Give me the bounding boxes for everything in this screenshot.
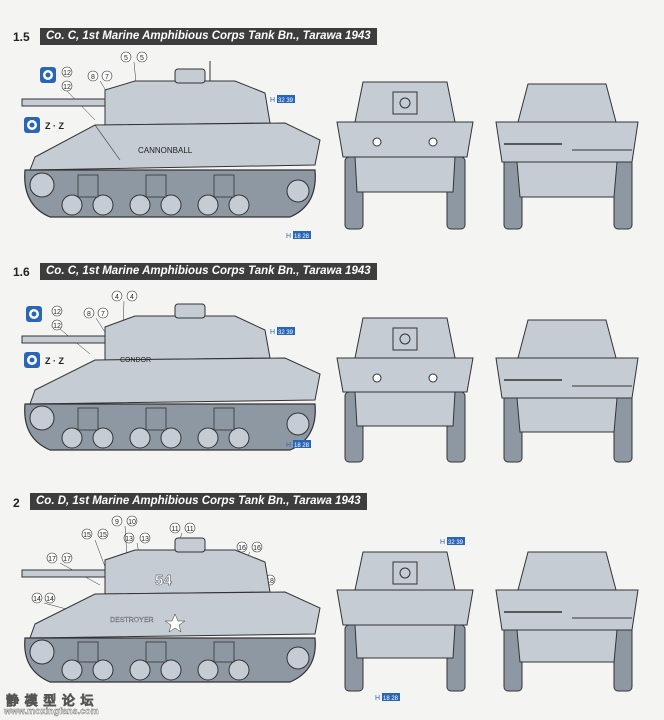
tank-rear-view <box>495 551 639 692</box>
zz-callout: Z · Z <box>45 356 64 366</box>
h-code-label: H <box>286 442 291 449</box>
section-number: 2 <box>13 496 20 510</box>
watermark: 静 模 型 论 坛 <box>6 693 95 709</box>
callout: 8 <box>91 74 95 81</box>
tank-front-view <box>336 317 474 463</box>
h-code-values: 18 28 <box>383 696 399 702</box>
callout: 11 <box>186 526 193 533</box>
h-code-values: 32 39 <box>278 98 294 104</box>
callout: 8 <box>87 311 91 318</box>
callout: 18 <box>266 578 274 585</box>
h-code-label: H <box>375 695 380 702</box>
white-star-icon <box>164 613 186 633</box>
h-code-label: H <box>270 97 275 104</box>
hull-name-text: DESTROYER <box>110 617 154 624</box>
tank-front-view: H 32 39 H 18 28 <box>336 537 474 702</box>
star-roundel-icon <box>24 117 40 133</box>
turret-number-text: 54 <box>155 572 172 589</box>
callout: 14 <box>46 596 54 603</box>
callout: 12 <box>53 323 61 330</box>
callout: 7 <box>101 311 105 318</box>
h-code-label: H <box>286 233 291 240</box>
section-title: Co. D, 1st Marine Amphibious Corps Tank … <box>30 493 367 510</box>
callout: 5 <box>140 55 144 62</box>
section-number: 1.5 <box>13 30 30 44</box>
callout: 4 <box>130 294 134 301</box>
callout: 16 <box>238 545 246 552</box>
hull-name-text: CANNONBALL <box>138 146 193 155</box>
callout: 12 <box>63 70 71 77</box>
h-code-values: 32 39 <box>448 540 464 546</box>
tank-front-view <box>336 81 474 230</box>
tank-side-view: Z · Z 12 12 8 7 4 4 <box>21 290 321 451</box>
callout: 16 <box>253 545 261 552</box>
tank-rear-view <box>495 83 639 230</box>
callout: 15 <box>83 532 91 539</box>
h-code-values: 18 28 <box>294 234 310 240</box>
tank-side-view: 15 15 9 10 13 13 11 11 17 17 16 16 14 14… <box>21 515 321 683</box>
callout: 4 <box>115 294 119 301</box>
section-title: Co. C, 1st Marine Amphibious Corps Tank … <box>40 263 377 280</box>
callout: 14 <box>33 596 41 603</box>
callout: 17 <box>48 556 56 563</box>
section-title: Co. C, 1st Marine Amphibious Corps Tank … <box>40 28 377 45</box>
tank-side-view: Z · Z 12 12 8 7 5 5 <box>21 51 321 240</box>
watermark-url: www.moxingfans.com <box>4 706 99 716</box>
callout: 9 <box>115 519 119 526</box>
h-code-label: H <box>270 329 275 336</box>
star-roundel-icon <box>26 306 42 322</box>
hull-name-text: CONDOR <box>120 357 151 364</box>
callout: 11 <box>171 526 178 533</box>
callout: 7 <box>105 74 109 81</box>
h-code-values: 18 28 <box>294 443 310 449</box>
star-roundel-icon <box>24 352 40 368</box>
h-code-values: 32 39 <box>278 330 294 336</box>
tank-rear-view <box>495 319 639 463</box>
callout: 15 <box>99 532 107 539</box>
callout: 17 <box>63 556 71 563</box>
callout: 5 <box>124 55 128 62</box>
callout: 12 <box>63 84 71 91</box>
section-number: 1.6 <box>13 265 30 279</box>
star-roundel-icon <box>40 67 56 83</box>
callout: 12 <box>53 309 61 316</box>
zz-callout: Z · Z <box>45 121 64 131</box>
callout: 10 <box>128 519 136 526</box>
h-code-label: H <box>440 539 445 546</box>
callout: 13 <box>125 536 133 543</box>
callout: 13 <box>141 536 149 543</box>
